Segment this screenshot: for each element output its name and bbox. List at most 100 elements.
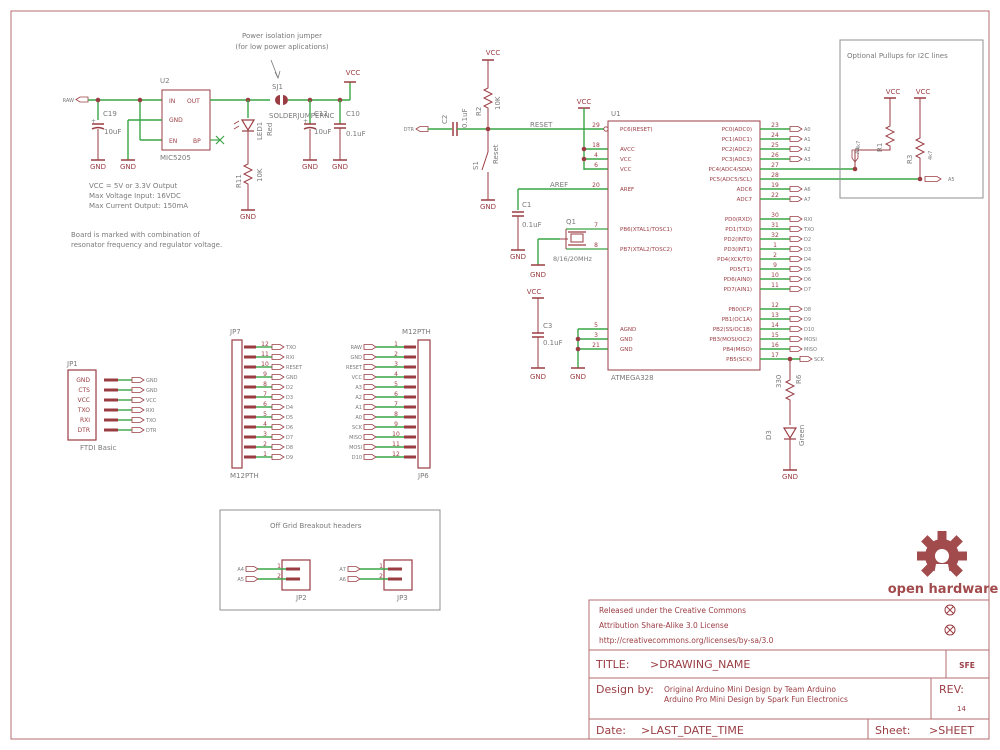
- net-flag: [271, 444, 285, 450]
- svg-text:0.1uF: 0.1uF: [543, 339, 563, 347]
- pin-stub: [244, 405, 256, 409]
- net-label: A1: [804, 137, 811, 143]
- pin-number: 29: [592, 122, 600, 129]
- i2c-pullups-section: Optional Pullups for I2C lines VCC VCC R…: [839, 39, 984, 199]
- svg-text:C19: C19: [103, 110, 117, 118]
- pin-number: 3: [394, 361, 398, 368]
- pin-number: 5: [394, 381, 398, 388]
- a5-net-flag: A5: [924, 176, 955, 183]
- svg-text:FTDI Basic: FTDI Basic: [80, 444, 117, 452]
- pin-stub: [404, 385, 416, 389]
- pin-number: 17: [771, 352, 779, 359]
- pin-stub: [404, 365, 416, 369]
- net-label: D9: [804, 317, 811, 323]
- svg-text:GND: GND: [240, 213, 256, 221]
- pin-name: PB5(SCK): [726, 357, 752, 363]
- pin-number: 2: [263, 441, 267, 448]
- net-flag: [789, 146, 803, 152]
- net-label: A6: [339, 577, 346, 583]
- net-label: D8: [286, 445, 293, 451]
- pin-stub: [404, 435, 416, 439]
- svg-text:JP7: JP7: [229, 328, 241, 336]
- license-text: Released under the Creative Commons Attr…: [599, 606, 774, 645]
- pin-number: 8: [263, 381, 267, 388]
- svg-text:GND: GND: [480, 203, 496, 211]
- svg-text:4k7: 4k7: [928, 151, 934, 160]
- pin-name: PB1(OC1A): [722, 317, 752, 323]
- net-flag: [245, 576, 259, 582]
- net-flag: [271, 364, 285, 370]
- net-flag: [131, 427, 145, 433]
- pin-number: 1: [394, 341, 398, 348]
- svg-text:8/16/20MHz: 8/16/20MHz: [553, 255, 593, 263]
- svg-text:330: 330: [775, 375, 783, 388]
- pin-number: 4: [263, 421, 267, 428]
- pin-name: PB0(ICP): [728, 307, 752, 313]
- net-flag: [131, 407, 145, 413]
- svg-text:Board is marked with combinati: Board is marked with combination of: [71, 231, 200, 239]
- net-label: MOSI: [804, 337, 817, 343]
- rev-label: REV:: [939, 683, 964, 696]
- pin-number: 10: [771, 272, 779, 279]
- net-label: A1: [355, 405, 362, 411]
- svg-text:10uF: 10uF: [314, 128, 331, 136]
- pin-name: VCC: [620, 167, 632, 173]
- design-line-2: Arduino Pro Mini Design by Spark Fun Ele…: [664, 695, 848, 704]
- svg-text:VCC: VCC: [916, 88, 931, 96]
- date-value: >LAST_DATE_TIME: [641, 724, 744, 737]
- net-label: RXI: [286, 355, 294, 361]
- svg-text:BP: BP: [193, 138, 201, 145]
- pin-name: PB3(MOSI/OC2): [709, 337, 752, 343]
- pin-name: PC2(ADC2): [722, 147, 752, 153]
- net-flag: [789, 336, 803, 342]
- pin-name: ADC6: [737, 187, 753, 193]
- net-label: TXO: [803, 227, 814, 233]
- svg-text:+: +: [91, 118, 96, 125]
- svg-text:SOLDERJUMPERNC: SOLDERJUMPERNC: [269, 112, 335, 120]
- resistor-r1: R1 4k7: [854, 98, 896, 169]
- regulator-section: RAW C19 + 10uF GND U2 IN OUT GND EN: [63, 32, 366, 249]
- net-label: RESET: [286, 365, 303, 371]
- pin-name: PC4(ADC4/SDA): [708, 167, 752, 173]
- vcc-symbol: VCC: [577, 98, 592, 109]
- net-flag: [271, 394, 285, 400]
- svg-text:U1: U1: [611, 110, 621, 118]
- net-flag: [789, 256, 803, 262]
- net-flag: [271, 414, 285, 420]
- net-flag: [789, 306, 803, 312]
- svg-text:GND: GND: [510, 253, 526, 261]
- mcu-left-pins: 29PC6(RESET)18AVCC4VCC6VCC20AREF7PB6(XTA…: [592, 122, 672, 353]
- net-label: D10: [804, 327, 814, 333]
- svg-text:Max Voltage Input: 16VDC: Max Voltage Input: 16VDC: [89, 192, 181, 200]
- net-flag: [789, 316, 803, 322]
- net-label: VCC: [146, 398, 157, 404]
- raw-net-flag: RAW: [63, 96, 89, 104]
- net-label: RESET: [346, 365, 363, 371]
- net-label: D7: [804, 287, 811, 293]
- svg-text:C12: C12: [314, 110, 328, 118]
- led-d3: D3 Green GND: [765, 425, 806, 481]
- pin-stub: [404, 445, 416, 449]
- sck-net-flag: SCK: [799, 356, 825, 363]
- svg-text:EN: EN: [169, 138, 177, 145]
- pin-stub: [244, 455, 256, 459]
- power-isolation-note: Power isolation jumper (for low power ap…: [235, 32, 329, 80]
- pin-number: 6: [263, 401, 267, 408]
- sheet-label: Sheet:: [875, 724, 911, 737]
- pin-number: 18: [592, 142, 600, 149]
- net-label: D2: [286, 385, 293, 391]
- net-flag: [347, 576, 361, 582]
- pin-number: 15: [771, 332, 779, 339]
- pin-stub: [244, 395, 256, 399]
- svg-text:VCC: VCC: [577, 98, 592, 106]
- net-flag: [363, 384, 377, 390]
- pin-number: 10: [392, 431, 400, 438]
- pin-number: 22: [771, 192, 779, 199]
- net-label: RXI: [804, 217, 812, 223]
- pin-number: 12: [261, 341, 269, 348]
- svg-text:R2: R2: [475, 107, 483, 116]
- pin-number: 13: [771, 312, 779, 319]
